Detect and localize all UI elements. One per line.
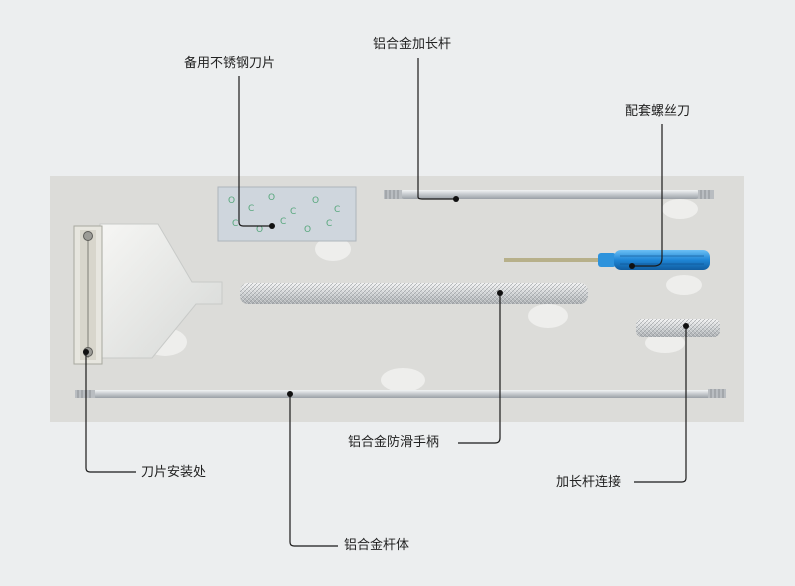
svg-text:C: C (290, 207, 296, 217)
svg-text:O: O (268, 193, 275, 203)
leader-dots (83, 196, 689, 397)
svg-text:C: C (326, 219, 332, 229)
svg-text:O: O (312, 196, 319, 206)
svg-text:O: O (304, 225, 311, 235)
svg-text:O: O (256, 225, 263, 235)
svg-text:C: C (334, 205, 340, 215)
spare-blade-pack: OCO COC COC OC (217, 186, 357, 242)
svg-text:O: O (228, 196, 235, 206)
label-screwdriver: 配套螺丝刀 (625, 104, 691, 119)
extension-rod (384, 190, 714, 199)
label-main-rod: 铝合金杆体 (344, 538, 410, 553)
label-blade-mount: 刀片安装处 (141, 465, 207, 480)
label-extension-connector: 加长杆连接 (556, 475, 622, 490)
label-anti-slip-handle: 铝合金防滑手柄 (348, 435, 440, 450)
label-extension-rod: 铝合金加长杆 (373, 37, 452, 52)
anti-slip-handle (240, 283, 588, 304)
svg-text:C: C (232, 219, 238, 229)
svg-text:C: C (248, 204, 254, 214)
extension-connector (636, 319, 720, 337)
label-spare-blade: 备用不锈钢刀片 (184, 56, 276, 71)
scraper-head (73, 223, 223, 365)
leader-lines (85, 58, 687, 547)
svg-text:C: C (280, 217, 286, 227)
main-rod (75, 389, 726, 398)
